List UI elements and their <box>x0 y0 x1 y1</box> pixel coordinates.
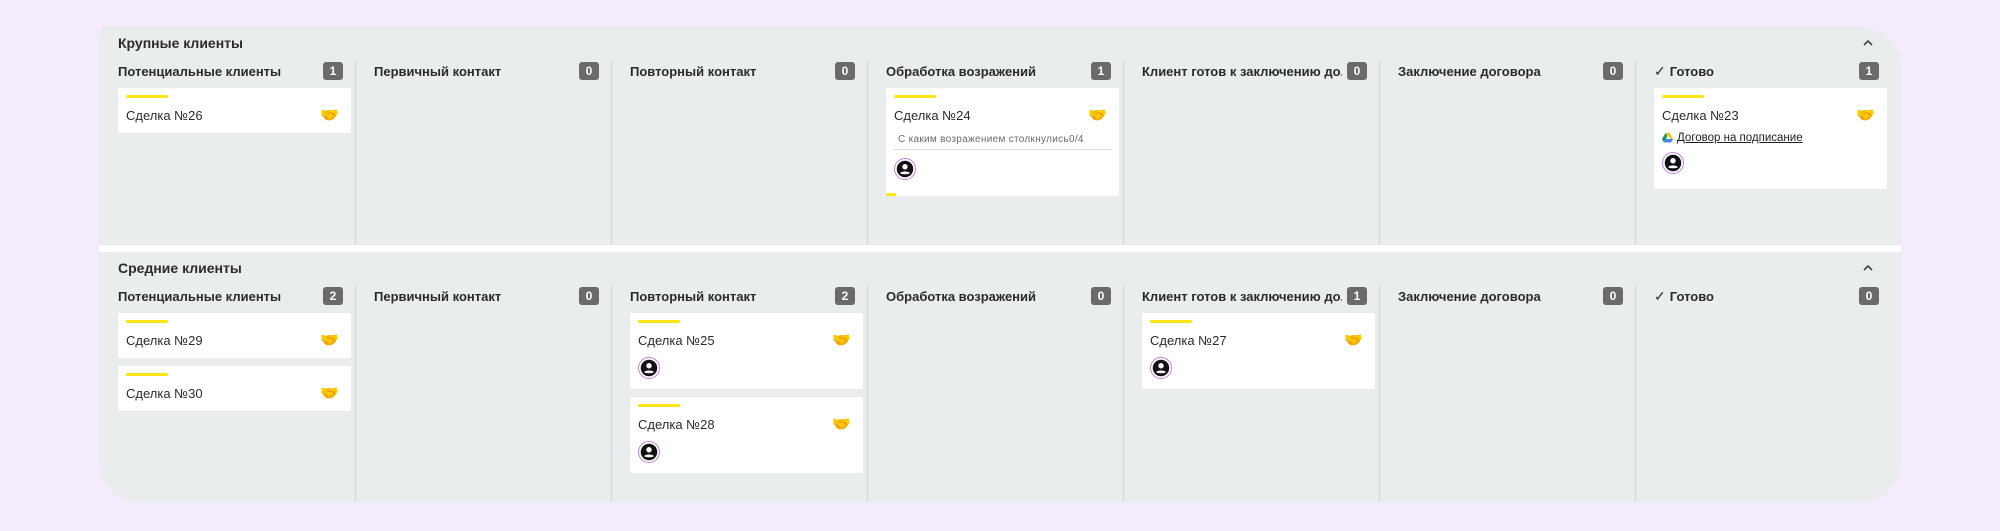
avatar[interactable] <box>1662 152 1684 174</box>
column-title: Обработка возражений <box>886 63 1037 79</box>
handshake-icon: 🤝 <box>1088 106 1107 124</box>
count-badge: 2 <box>835 287 855 305</box>
column-title-text: Готово <box>1669 288 1714 304</box>
count-badge: 1 <box>1091 62 1111 80</box>
count-badge: 0 <box>1091 287 1111 305</box>
count-badge: 1 <box>1859 62 1879 80</box>
column-title: Повторный контакт <box>630 63 757 79</box>
handshake-icon: 🤝 <box>832 415 851 433</box>
column-title: Потенциальные клиенты <box>118 63 282 79</box>
column-title: Первичный контакт <box>374 63 502 79</box>
avatar[interactable] <box>1150 357 1172 379</box>
column-title: Клиент готов к заключению до... <box>1142 63 1342 79</box>
count-badge: 0 <box>1603 62 1623 80</box>
deal-card[interactable]: Сделка №23 🤝 Договор на подписание <box>1654 88 1887 189</box>
card-title: Сделка №28 <box>638 416 715 432</box>
user-icon <box>640 359 658 377</box>
card-title: Сделка №26 <box>126 107 203 123</box>
card-title: Сделка №27 <box>1150 332 1227 348</box>
checkmark-icon: ✓ <box>1654 287 1666 304</box>
count-badge: 0 <box>579 62 599 80</box>
card-title: Сделка №30 <box>126 385 203 401</box>
card-title: Сделка №23 <box>1662 107 1739 123</box>
count-badge: 0 <box>1347 62 1367 80</box>
card-accent-bar <box>894 95 936 98</box>
chevron-up-icon[interactable] <box>1860 260 1876 276</box>
card-accent-bar <box>638 404 680 407</box>
column-title: Заключение договора <box>1398 288 1541 304</box>
count-badge: 0 <box>835 62 855 80</box>
column-divider <box>1379 286 1380 502</box>
deal-card[interactable]: Сделка №26 🤝 <box>118 88 351 133</box>
column-title: Заключение договора <box>1398 63 1541 79</box>
card-checklist-field[interactable]: С каким возражением столкнулись0/4 <box>894 134 1111 150</box>
count-badge: 0 <box>1859 287 1879 305</box>
column-divider <box>1123 61 1124 245</box>
handshake-icon: 🤝 <box>832 331 851 349</box>
handshake-icon: 🤝 <box>320 331 339 349</box>
user-icon <box>896 160 914 178</box>
column-divider <box>1123 286 1124 502</box>
column-divider <box>355 286 356 502</box>
checkmark-icon: ✓ <box>1654 62 1666 79</box>
column-divider <box>1635 286 1636 502</box>
deal-card[interactable]: Сделка №28 🤝 <box>630 397 863 473</box>
count-badge: 0 <box>1603 287 1623 305</box>
swimlane-title: Средние клиенты <box>118 260 242 276</box>
kanban-board: Крупные клиенты Потенциальные клиенты 1 … <box>99 27 1901 502</box>
column-title: Обработка возражений <box>886 288 1037 304</box>
card-title: Сделка №25 <box>638 332 715 348</box>
document-link[interactable]: Договор на подписание <box>1677 132 1803 144</box>
deal-card[interactable]: Сделка №30 🤝 <box>118 366 351 411</box>
count-badge: 2 <box>323 287 343 305</box>
column-title: Потенциальные клиенты <box>118 288 282 304</box>
avatar[interactable] <box>638 441 660 463</box>
chevron-up-icon[interactable] <box>1860 35 1876 51</box>
swimlane-title: Крупные клиенты <box>118 35 243 51</box>
column-title: Повторный контакт <box>630 288 757 304</box>
swimlane-large-clients: Крупные клиенты Потенциальные клиенты 1 … <box>99 27 1901 245</box>
user-icon <box>640 443 658 461</box>
card-accent-bar <box>1662 95 1704 98</box>
card-accent-bar <box>126 320 168 323</box>
card-accent-bar <box>126 95 168 98</box>
swimlane-separator <box>99 245 1901 252</box>
count-badge: 1 <box>1347 287 1367 305</box>
column-title-text: Готово <box>1669 63 1714 79</box>
handshake-icon: 🤝 <box>320 106 339 124</box>
google-drive-icon <box>1662 133 1673 143</box>
column-title: Первичный контакт <box>374 288 502 304</box>
count-badge: 1 <box>323 62 343 80</box>
card-title: Сделка №24 <box>894 107 971 123</box>
column-divider <box>611 61 612 245</box>
column-divider <box>867 286 868 502</box>
column-title: Клиент готов к заключению до... <box>1142 288 1342 304</box>
avatar[interactable] <box>894 158 916 180</box>
handshake-icon: 🤝 <box>320 384 339 402</box>
deal-card[interactable]: Сделка №29 🤝 <box>118 313 351 358</box>
column-title: ✓ Готово <box>1654 63 1714 80</box>
handshake-icon: 🤝 <box>1344 331 1363 349</box>
card-progress-bar <box>886 193 896 196</box>
card-accent-bar <box>1150 320 1192 323</box>
avatar[interactable] <box>638 357 660 379</box>
deal-card[interactable]: Сделка №27 🤝 <box>1142 313 1375 389</box>
deal-card[interactable]: Сделка №24 🤝 С каким возражением столкну… <box>886 88 1119 196</box>
user-icon <box>1664 154 1682 172</box>
card-accent-bar <box>638 320 680 323</box>
card-title: Сделка №29 <box>126 332 203 348</box>
count-badge: 0 <box>579 287 599 305</box>
column-divider <box>1635 61 1636 245</box>
column-title: ✓ Готово <box>1654 288 1714 305</box>
column-divider <box>1379 61 1380 245</box>
card-accent-bar <box>126 373 168 376</box>
deal-card[interactable]: Сделка №25 🤝 <box>630 313 863 389</box>
column-divider <box>355 61 356 245</box>
swimlane-medium-clients: Средние клиенты Потенциальные клиенты 2 … <box>99 252 1901 502</box>
column-divider <box>611 286 612 502</box>
column-divider <box>867 61 868 245</box>
handshake-icon: 🤝 <box>1856 106 1875 124</box>
user-icon <box>1152 359 1170 377</box>
